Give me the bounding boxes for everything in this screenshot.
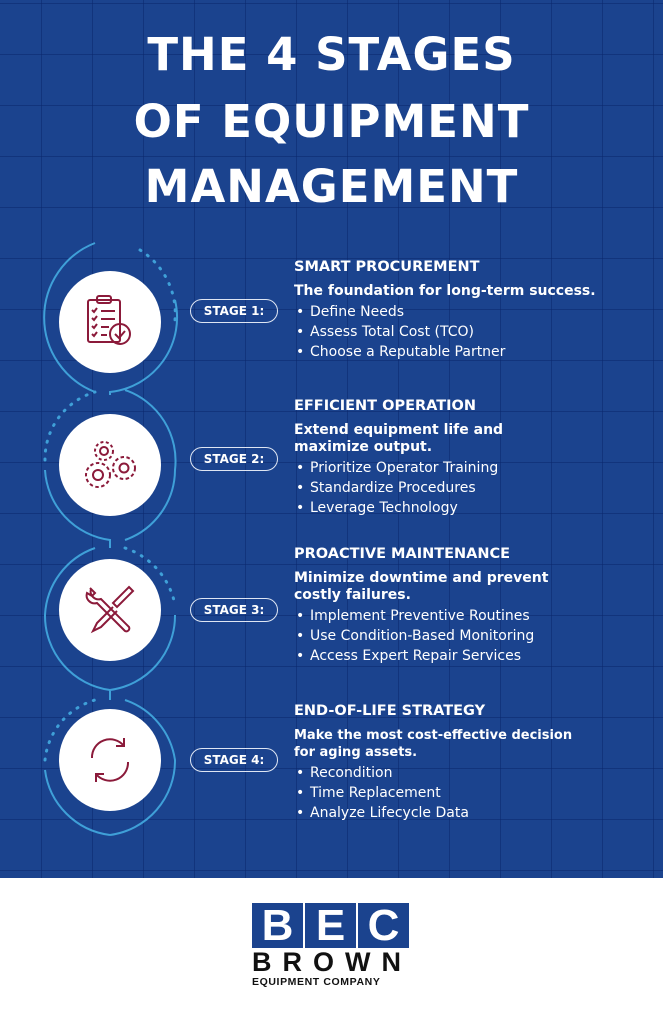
clipboard-check-icon <box>59 271 161 373</box>
logo-letter: C <box>358 901 409 950</box>
list-item: Leverage Technology <box>294 498 544 518</box>
list-item: Define Needs <box>294 302 634 322</box>
brown-equipment-logo: B E C BROWN EQUIPMENT COMPANY <box>252 901 412 988</box>
logo-name: BROWN <box>252 947 412 977</box>
logo-letter: E <box>305 901 356 950</box>
list-item: Choose a Reputable Partner <box>294 342 634 362</box>
refresh-cycle-icon <box>59 709 161 811</box>
stage-2-details: EFFICIENT OPERATION Extend equipment lif… <box>294 398 544 518</box>
stage-1-details: SMART PROCUREMENT The foundation for lon… <box>294 259 634 362</box>
stage-heading: EFFICIENT OPERATION <box>294 398 476 414</box>
wrench-screwdriver-icon <box>59 559 161 661</box>
list-item: Assess Total Cost (TCO) <box>294 322 634 342</box>
stage-heading: END-OF-LIFE STRATEGY <box>294 703 486 719</box>
list-item: Analyze Lifecycle Data <box>294 803 594 823</box>
infographic-panel: THE 4 STAGES OF EQUIPMENT MANAGEMENT STA… <box>0 0 663 878</box>
list-item: Access Expert Repair Services <box>294 646 594 666</box>
list-item: Implement Preventive Routines <box>294 606 594 626</box>
logo-subtitle: EQUIPMENT COMPANY <box>252 976 381 988</box>
list-item: Recondition <box>294 763 594 783</box>
stage-3-pill: STAGE 3: <box>190 598 278 622</box>
logo-letter: B <box>252 901 303 950</box>
title-line-3: MANAGEMENT <box>144 160 519 213</box>
stage-heading: PROACTIVE MAINTENANCE <box>294 546 511 562</box>
list-item: Time Replacement <box>294 783 594 803</box>
stage-heading: SMART PROCUREMENT <box>294 259 480 275</box>
stage-4-details: END-OF-LIFE STRATEGY Make the most cost-… <box>294 703 594 823</box>
stage-1-pill: STAGE 1: <box>190 299 278 323</box>
stage-lead: Extend equipment life and maximize outpu… <box>294 422 504 455</box>
list-item: Use Condition-Based Monitoring <box>294 626 594 646</box>
title-line-1: THE 4 STAGES <box>147 28 516 81</box>
stage-2-pill: STAGE 2: <box>190 447 278 471</box>
stage-lead: Minimize downtime and prevent costly fai… <box>294 570 549 603</box>
stage-lead: The foundation for long-term success. <box>294 283 596 299</box>
gears-icon <box>59 414 161 516</box>
list-item: Standardize Procedures <box>294 478 544 498</box>
stage-3-details: PROACTIVE MAINTENANCE Minimize downtime … <box>294 546 594 666</box>
connector-lines <box>43 242 178 836</box>
list-item: Prioritize Operator Training <box>294 458 544 478</box>
title-line-2: OF EQUIPMENT <box>133 95 530 148</box>
stage-4-pill: STAGE 4: <box>190 748 278 772</box>
stage-lead: Make the most cost-effective decision fo… <box>294 728 573 760</box>
